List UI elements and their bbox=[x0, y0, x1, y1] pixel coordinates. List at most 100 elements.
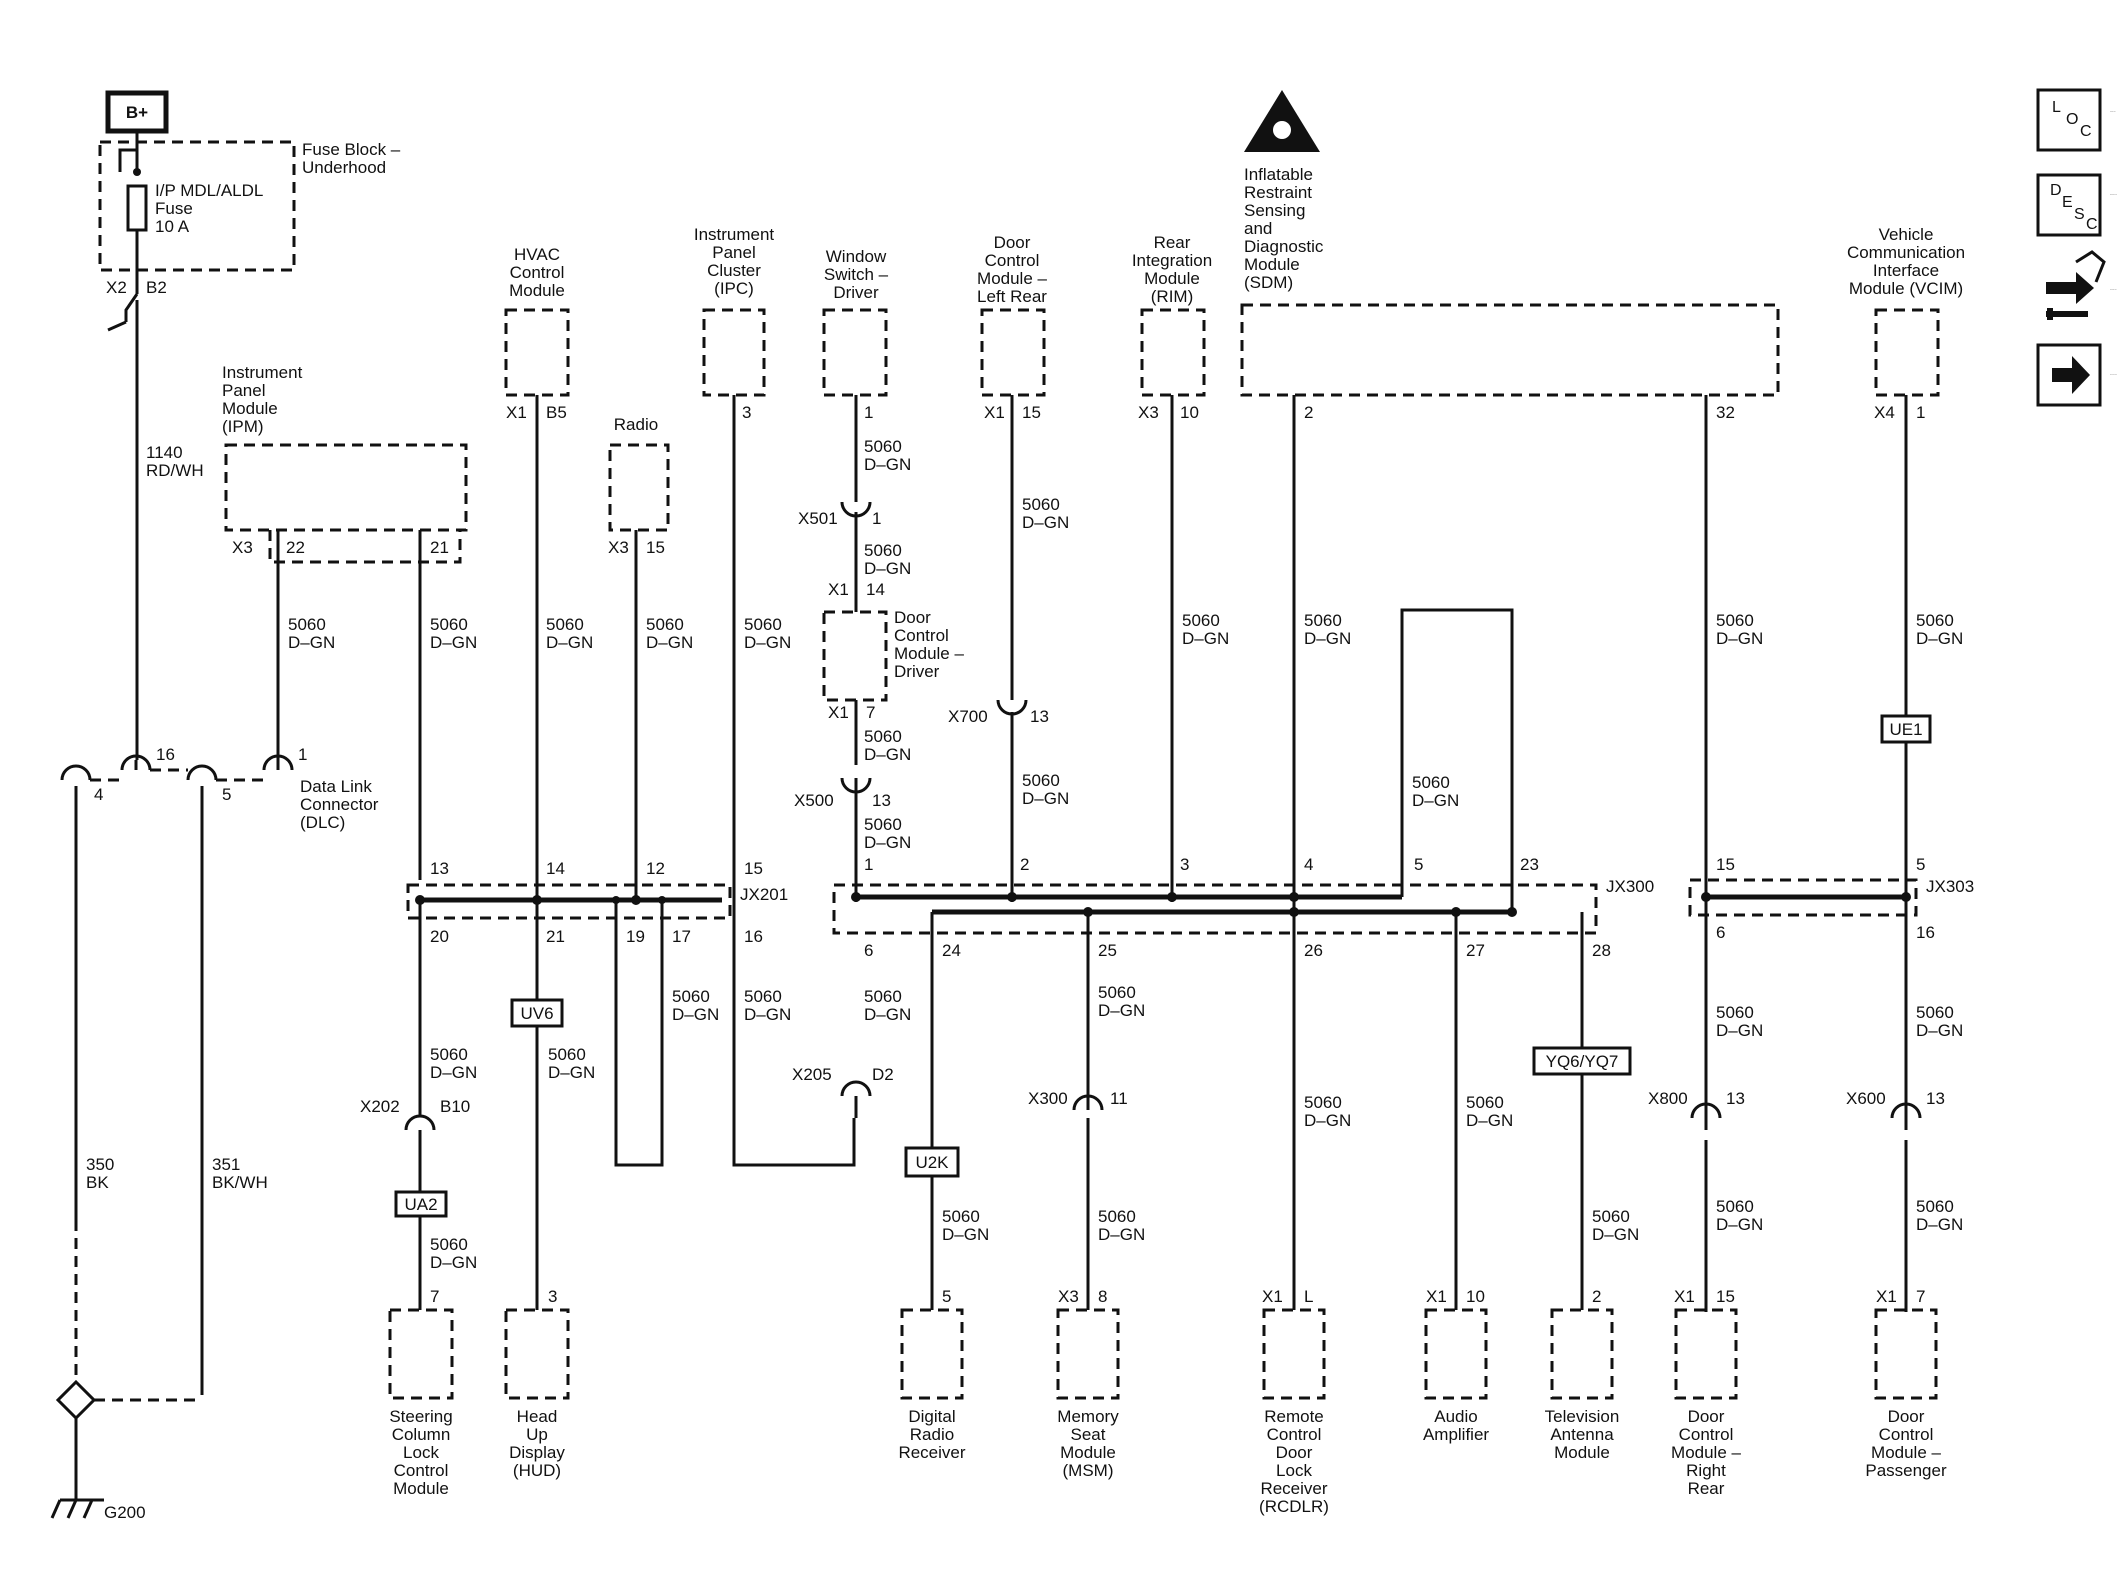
rim-wire-color: D–GN bbox=[1182, 629, 1229, 648]
dcp-label-4: Passenger bbox=[1865, 1461, 1947, 1480]
hvac-wire-number: 5060 bbox=[546, 615, 584, 634]
x500-pin: 13 bbox=[872, 791, 891, 810]
branch-msm: 5060 D–GN X300 11 5060 D–GN X3 8 Memory … bbox=[1028, 983, 1145, 1480]
fuse-block-label-1: Fuse Block – bbox=[302, 140, 401, 159]
ground-icon bbox=[50, 1498, 104, 1519]
radio-label: Radio bbox=[614, 415, 658, 434]
hud-wire-color: D–GN bbox=[548, 1063, 595, 1082]
jx201-pin-12: 12 bbox=[646, 859, 665, 878]
fuse-block-label-2: Underhood bbox=[302, 158, 386, 177]
splice-jx201: JX201 13 14 12 15 20 21 19 17 16 5060 D–… bbox=[406, 859, 788, 1167]
next-button[interactable]: next-arrow-icon bbox=[2036, 343, 2117, 407]
sdm-pin-32: 32 bbox=[1716, 403, 1735, 422]
ipc-wire-number: 5060 bbox=[744, 615, 782, 634]
msm-pin: 8 bbox=[1098, 1287, 1107, 1306]
location-icon-letter-3: C bbox=[2080, 123, 2092, 140]
rim-pin: 10 bbox=[1180, 403, 1199, 422]
jx300-pin-3: 3 bbox=[1180, 855, 1189, 874]
jx300-pin-5: 5 bbox=[1414, 855, 1423, 874]
ipm-dlc-wire-number: 5060 bbox=[288, 615, 326, 634]
x205-label: X205 bbox=[792, 1065, 832, 1084]
amp-label-2: Amplifier bbox=[1423, 1425, 1489, 1444]
msm-label-3: Module bbox=[1060, 1443, 1116, 1462]
sclcm-label-1: Steering bbox=[389, 1407, 452, 1426]
dclr-lower-wire-color: D–GN bbox=[1022, 789, 1069, 808]
dclr-connector: X1 bbox=[984, 403, 1005, 422]
dcp-upper-wire-number: 5060 bbox=[1916, 1003, 1954, 1022]
option-u2k-label: U2K bbox=[915, 1153, 949, 1172]
option-yq6-yq7-label: YQ6/YQ7 bbox=[1546, 1052, 1619, 1071]
jx300-label: JX300 bbox=[1606, 877, 1654, 896]
branch-hud: UV6 5060 D–GN 3 Head Up Display (HUD) bbox=[504, 998, 595, 1480]
sidebar-nav: L O C location-icon D E S C description-… bbox=[2036, 88, 2117, 407]
description-icon-letter-4: C bbox=[2086, 216, 2098, 233]
sdm-wire-number: 5060 bbox=[1304, 611, 1342, 630]
dcmd-label-2: Control bbox=[894, 626, 949, 645]
dcp-label-1: Door bbox=[1888, 1407, 1925, 1426]
dclr-label-3: Module – bbox=[977, 269, 1047, 288]
jx300-pin-24: 24 bbox=[942, 941, 961, 960]
connector-icon: connector-icon bbox=[2110, 288, 2117, 291]
x300-pin: 11 bbox=[1110, 1089, 1128, 1108]
radio-wire-color: D–GN bbox=[646, 633, 693, 652]
sdm-wire-color: D–GN bbox=[1304, 629, 1351, 648]
dcrr-upper-wire-color: D–GN bbox=[1716, 1021, 1763, 1040]
dclr-upper-wire-color: D–GN bbox=[1022, 513, 1069, 532]
amp-pin: 10 bbox=[1466, 1287, 1485, 1306]
ipc-label-3: Cluster bbox=[707, 261, 761, 280]
ipc-lower-wire-number: 5060 bbox=[744, 987, 782, 1006]
jx201-pin-13: 13 bbox=[430, 859, 449, 878]
dcrr-lower-wire-number: 5060 bbox=[1716, 1197, 1754, 1216]
power-wire-number: 1140 bbox=[146, 443, 183, 462]
ipm-label-1: Instrument bbox=[222, 363, 303, 382]
x205-pin: D2 bbox=[872, 1065, 894, 1084]
dcmd-out-pin: 7 bbox=[866, 703, 875, 722]
location-icon-letter-2: O bbox=[2066, 111, 2078, 128]
dcmd-in-pin: 14 bbox=[866, 580, 885, 599]
battery-positive-box bbox=[105, 90, 169, 134]
dcrr-connector: X1 bbox=[1674, 1287, 1695, 1306]
description-button[interactable]: D E S C description-icon bbox=[2036, 173, 2117, 237]
rcdlr-label-1: Remote bbox=[1264, 1407, 1324, 1426]
hud-pin: 3 bbox=[548, 1287, 557, 1306]
window-wire-number: 5060 bbox=[864, 437, 902, 456]
option-ue1-label: UE1 bbox=[1889, 720, 1922, 739]
description-icon-letter-3: S bbox=[2074, 206, 2085, 223]
msm-label-2: Seat bbox=[1071, 1425, 1106, 1444]
window-wire-color: D–GN bbox=[864, 455, 911, 474]
dclr-upper-wire-number: 5060 bbox=[1022, 495, 1060, 514]
module-vcim: Vehicle Communication Interface Module (… bbox=[1847, 225, 1965, 1312]
fuse-name-1: I/P MDL/ALDL bbox=[155, 181, 263, 200]
location-button[interactable]: L O C location-icon bbox=[2036, 88, 2116, 152]
x205-connector-symbol bbox=[840, 1080, 872, 1097]
power-wire-color: RD/WH bbox=[146, 461, 204, 480]
rcdlr-label-5: Receiver bbox=[1260, 1479, 1327, 1498]
ground-wire-b-number: 351 bbox=[212, 1155, 240, 1174]
module-dcm-left-rear: Door Control Module – Left Rear X1 15 50… bbox=[948, 233, 1069, 902]
jx201-loop-wire-color: D–GN bbox=[672, 1005, 719, 1024]
msm-label-4: (MSM) bbox=[1063, 1461, 1114, 1480]
option-uv6-box bbox=[510, 998, 564, 1028]
dcp-pin: 7 bbox=[1916, 1287, 1925, 1306]
x600-label: X600 bbox=[1846, 1089, 1886, 1108]
fuse-name-2: Fuse bbox=[155, 199, 193, 218]
fuse-name-3: 10 A bbox=[155, 217, 190, 236]
hud-label-2: Up bbox=[526, 1425, 548, 1444]
connector-button[interactable]: connector-icon bbox=[2046, 250, 2117, 320]
tam-pin: 2 bbox=[1592, 1287, 1601, 1306]
jx300-feed-wire-color: D–GN bbox=[864, 833, 911, 852]
drr-label-3: Receiver bbox=[898, 1443, 965, 1462]
rim-wire-number: 5060 bbox=[1182, 611, 1220, 630]
hud-wire-number: 5060 bbox=[548, 1045, 586, 1064]
dclr-lower-wire-number: 5060 bbox=[1022, 771, 1060, 790]
dcp-lower-wire-number: 5060 bbox=[1916, 1197, 1954, 1216]
option-u2k-box bbox=[904, 1146, 960, 1178]
sclcm-wire-lower-color: D–GN bbox=[430, 1253, 477, 1272]
dcrr-pin: 15 bbox=[1716, 1287, 1735, 1306]
splice-jx303: JX303 15 5 6 16 bbox=[1688, 855, 1974, 942]
rcdlr-wire-number: 5060 bbox=[1304, 1093, 1342, 1112]
power-feed: B+ Fuse Block – Underhood I/P MDL/ALDL F… bbox=[98, 90, 401, 760]
jx300-pin-27: 27 bbox=[1466, 941, 1485, 960]
description-icon: description-icon bbox=[2110, 193, 2117, 196]
